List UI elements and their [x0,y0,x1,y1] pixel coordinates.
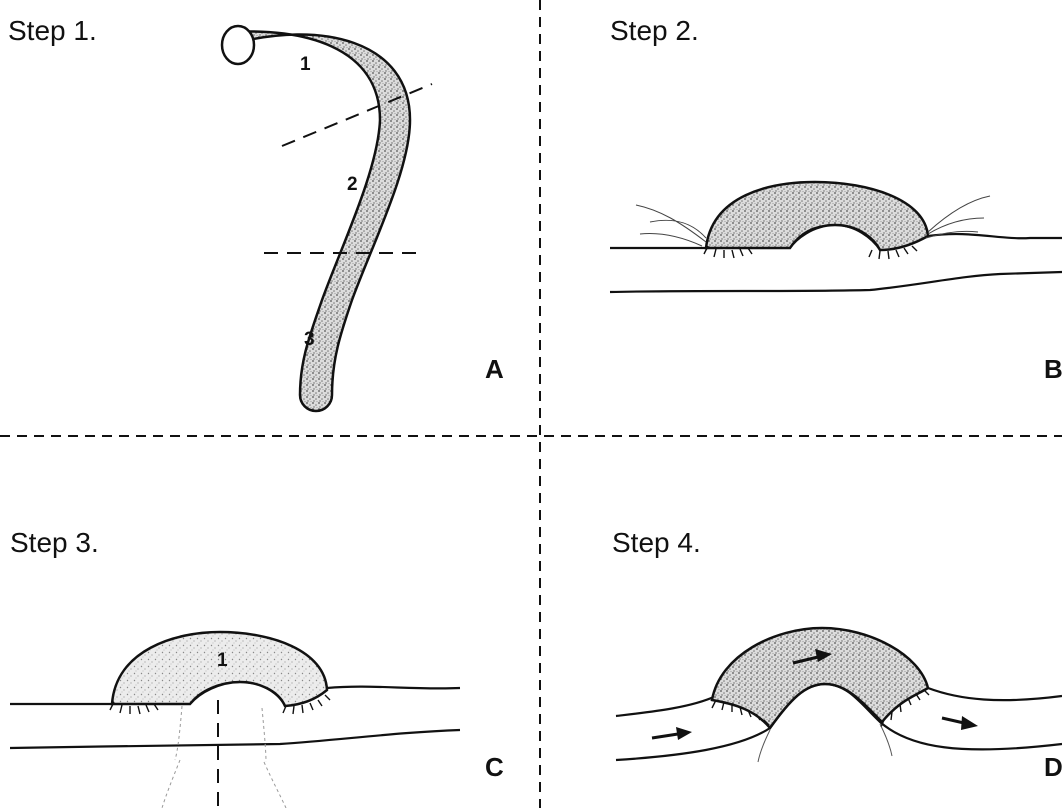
panel-a: Step 1. 1 2 3 A [8,15,504,411]
panel-letter-a: A [485,354,504,384]
step-2-title: Step 2. [610,15,699,46]
mesentery-strands-faint [162,706,286,808]
panel-d: Step 4. D [612,527,1062,782]
bowel-upper-line [10,687,460,704]
flow-arrow-inflow [652,727,692,740]
panel-b: Step 2. B [610,15,1062,384]
panel-letter-d: D [1044,752,1062,782]
step-3-title: Step 3. [10,527,99,558]
arch-graft [712,628,928,728]
tube-open-end [222,26,254,64]
panel-letter-b: B [1044,354,1062,384]
colon-segment-tube [232,31,410,411]
arch-graft [706,182,928,250]
panel-letter-c: C [485,752,504,782]
segment-label-3: 3 [304,329,315,350]
bowel-upper-line [610,234,1062,248]
arch-label-1: 1 [217,650,228,671]
bowel-lower-line [10,730,460,748]
segment-label-2: 2 [347,174,358,195]
segment-label-1: 1 [300,54,311,75]
step-1-title: Step 1. [8,15,97,46]
mesentery-strands-left [636,205,706,246]
mesentery-strands [758,724,892,762]
flow-arrow-outflow [942,716,978,730]
bowel-lower-line [610,272,1062,292]
panel-c: Step 3. 1 C [10,527,504,808]
bowel-upper-line [616,688,1062,716]
bowel-lower-line [616,684,1062,760]
mesentery-strands-right [926,196,990,238]
step-4-title: Step 4. [612,527,701,558]
